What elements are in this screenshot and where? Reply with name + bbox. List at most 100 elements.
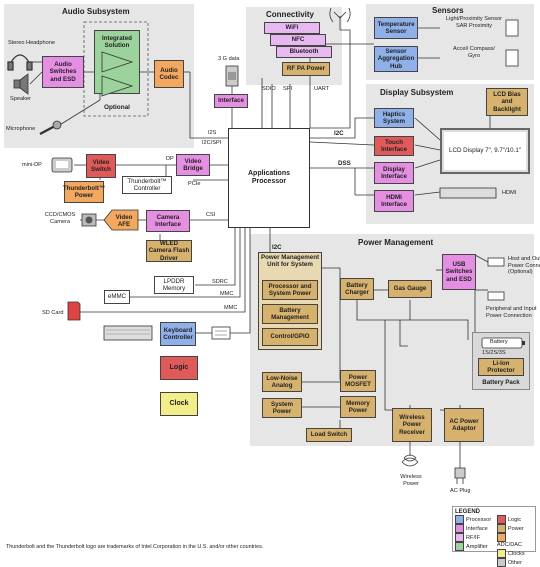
legend-item-amplifier: Amplifier (455, 542, 497, 551)
battery-charger-block: Battery Charger (340, 278, 374, 300)
legend-item-rf-if: RF/IF (455, 533, 497, 542)
wled-flash-driver-block: WLED Camera Flash Driver (146, 240, 192, 262)
lcd-bias-backlight-block: LCD Bias and Backlight (486, 88, 528, 116)
legend: LEGEND Processor Interface RF/IF Amplifi… (452, 506, 536, 567)
i2c-top-label: I2C (334, 130, 344, 137)
hdmi-label: HDMI (502, 190, 517, 196)
mmc-label-2: MMC (224, 305, 238, 311)
applications-processor-block: Applications Processor (228, 128, 310, 228)
sensor-aggregation-hub-block: Sensor Aggregation Hub (374, 46, 418, 72)
legend-item-other: Other (496, 557, 533, 567)
lcd-display-label: LCD Display 7", 9.7"/10.1" (449, 147, 521, 155)
memory-power-block: Memory Power (340, 396, 376, 418)
audio-subsystem-title: Audio Subsystem (62, 7, 130, 16)
i2c-pm-label: I2C (272, 244, 282, 251)
legend-item-adc-dac: ADC/DAC (496, 533, 533, 549)
i2s-label: I2S (208, 130, 217, 136)
gas-gauge-block: Gas Gauge (388, 280, 432, 298)
headphone-icon (7, 54, 33, 71)
ac-power-adaptor-block: AC Power Adaptor (444, 408, 484, 442)
battery-pack-label: Battery Pack (482, 379, 520, 386)
load-switch-block: Load Switch (306, 428, 352, 442)
sd-card-label: SD Card (42, 310, 64, 316)
connectivity-title: Connectivity (266, 10, 315, 19)
sdrc-label: SDRC (212, 279, 228, 285)
nfc-block: NFC (270, 34, 326, 46)
camera-interface-block: Camera Interface (146, 210, 190, 232)
uart-label: UART (314, 86, 330, 92)
legend-item-processor: Processor (455, 515, 497, 524)
optional-label: Optional (104, 104, 130, 111)
csi-label: CSI (206, 212, 216, 218)
power-management-title: Power Management (358, 238, 434, 247)
sensors-title: Sensors (432, 6, 464, 15)
sdio-label: SDIO (262, 86, 276, 92)
display-subsystem-title: Display Subsystem (380, 88, 454, 97)
hdmi-interface-block: HDMI Interface (374, 190, 414, 212)
power-mosfet-block: Power MOSFET (340, 370, 376, 392)
speaker-icon (13, 73, 29, 95)
lcd-display-block: LCD Display 7", 9.7"/10.1" (440, 128, 530, 174)
battery-label: Battery (490, 339, 508, 345)
low-noise-analog-block: Low-Noise Analog (262, 372, 302, 392)
thunderbolt-controller-block: Thunderbolt™ Controller (122, 176, 172, 194)
lpddr-memory-block: LPDDR Memory (154, 276, 194, 294)
audio-codec-block: Audio Codec (154, 60, 184, 88)
microphone-icon (39, 120, 62, 136)
video-bridge-block: Video Bridge (176, 154, 210, 176)
li-ion-protector-block: Li-Ion Protector (478, 358, 524, 376)
footer-trademark: Thunderbolt and the Thunderbolt logo are… (6, 544, 264, 550)
system-power-block: System Power (262, 398, 302, 418)
stereo-headphone-label: Stereo Headphone (8, 40, 55, 46)
legend-item-clocks: Clocks (496, 548, 533, 558)
ccd-cmos-camera-label: CCD/CMOS Camera (44, 212, 76, 225)
control-gpio-block: Control/GPIO (262, 328, 318, 346)
clock-sample-block: Clock (160, 392, 198, 416)
legend-title: LEGEND (455, 509, 481, 515)
ac-plug-label: AC Plug (450, 488, 471, 494)
haptics-system-block: Haptics System (374, 108, 414, 128)
accel-compass-gyro-label: Accel/ Compass/ Gyro (453, 46, 495, 59)
spi-label: SPI (283, 86, 293, 92)
display-interface-block: Display Interface (374, 162, 414, 184)
rf-pa-power-block: RF PA Power (282, 62, 330, 76)
logic-sample-block: Logic (160, 356, 198, 380)
i2c-spi-label: I2C/SPI (202, 140, 222, 146)
processor-system-power-block: Processor and System Power (262, 280, 318, 300)
pmu-title: Power Management Unit for System (260, 254, 320, 269)
interface-3g-block: Interface (214, 94, 248, 108)
wifi-block: WiFi (264, 22, 320, 34)
bluetooth-block: Bluetooth (276, 46, 332, 58)
touch-interface-block: Touch Interface (374, 136, 414, 156)
usb-switches-block: USB Switches and ESD (442, 254, 476, 290)
video-afe-label: Video AFE (115, 214, 133, 229)
light-proximity-label: Light/Proximity Sensor SAR Proximity (446, 16, 502, 29)
thunderbolt-power-block: Thunderbolt™ Power (63, 181, 105, 203)
legend-item-power: Power (496, 524, 533, 533)
video-switch-block: Video Switch (86, 154, 116, 178)
keyboard-controller-block: Keyboard Controller (160, 322, 196, 346)
audio-switches-block: Audio Switches and ESD (42, 56, 84, 88)
battery-management-block: Battery Management (262, 304, 318, 324)
microphone-label: Microphone (6, 126, 36, 132)
host-output-power-label: Host and Output Power Connection (Option… (508, 256, 540, 276)
legend-item-interface: Interface (455, 524, 497, 533)
pcie-label: PCIe (188, 181, 201, 187)
integrated-solution-label: Integrated Solution (102, 35, 132, 50)
